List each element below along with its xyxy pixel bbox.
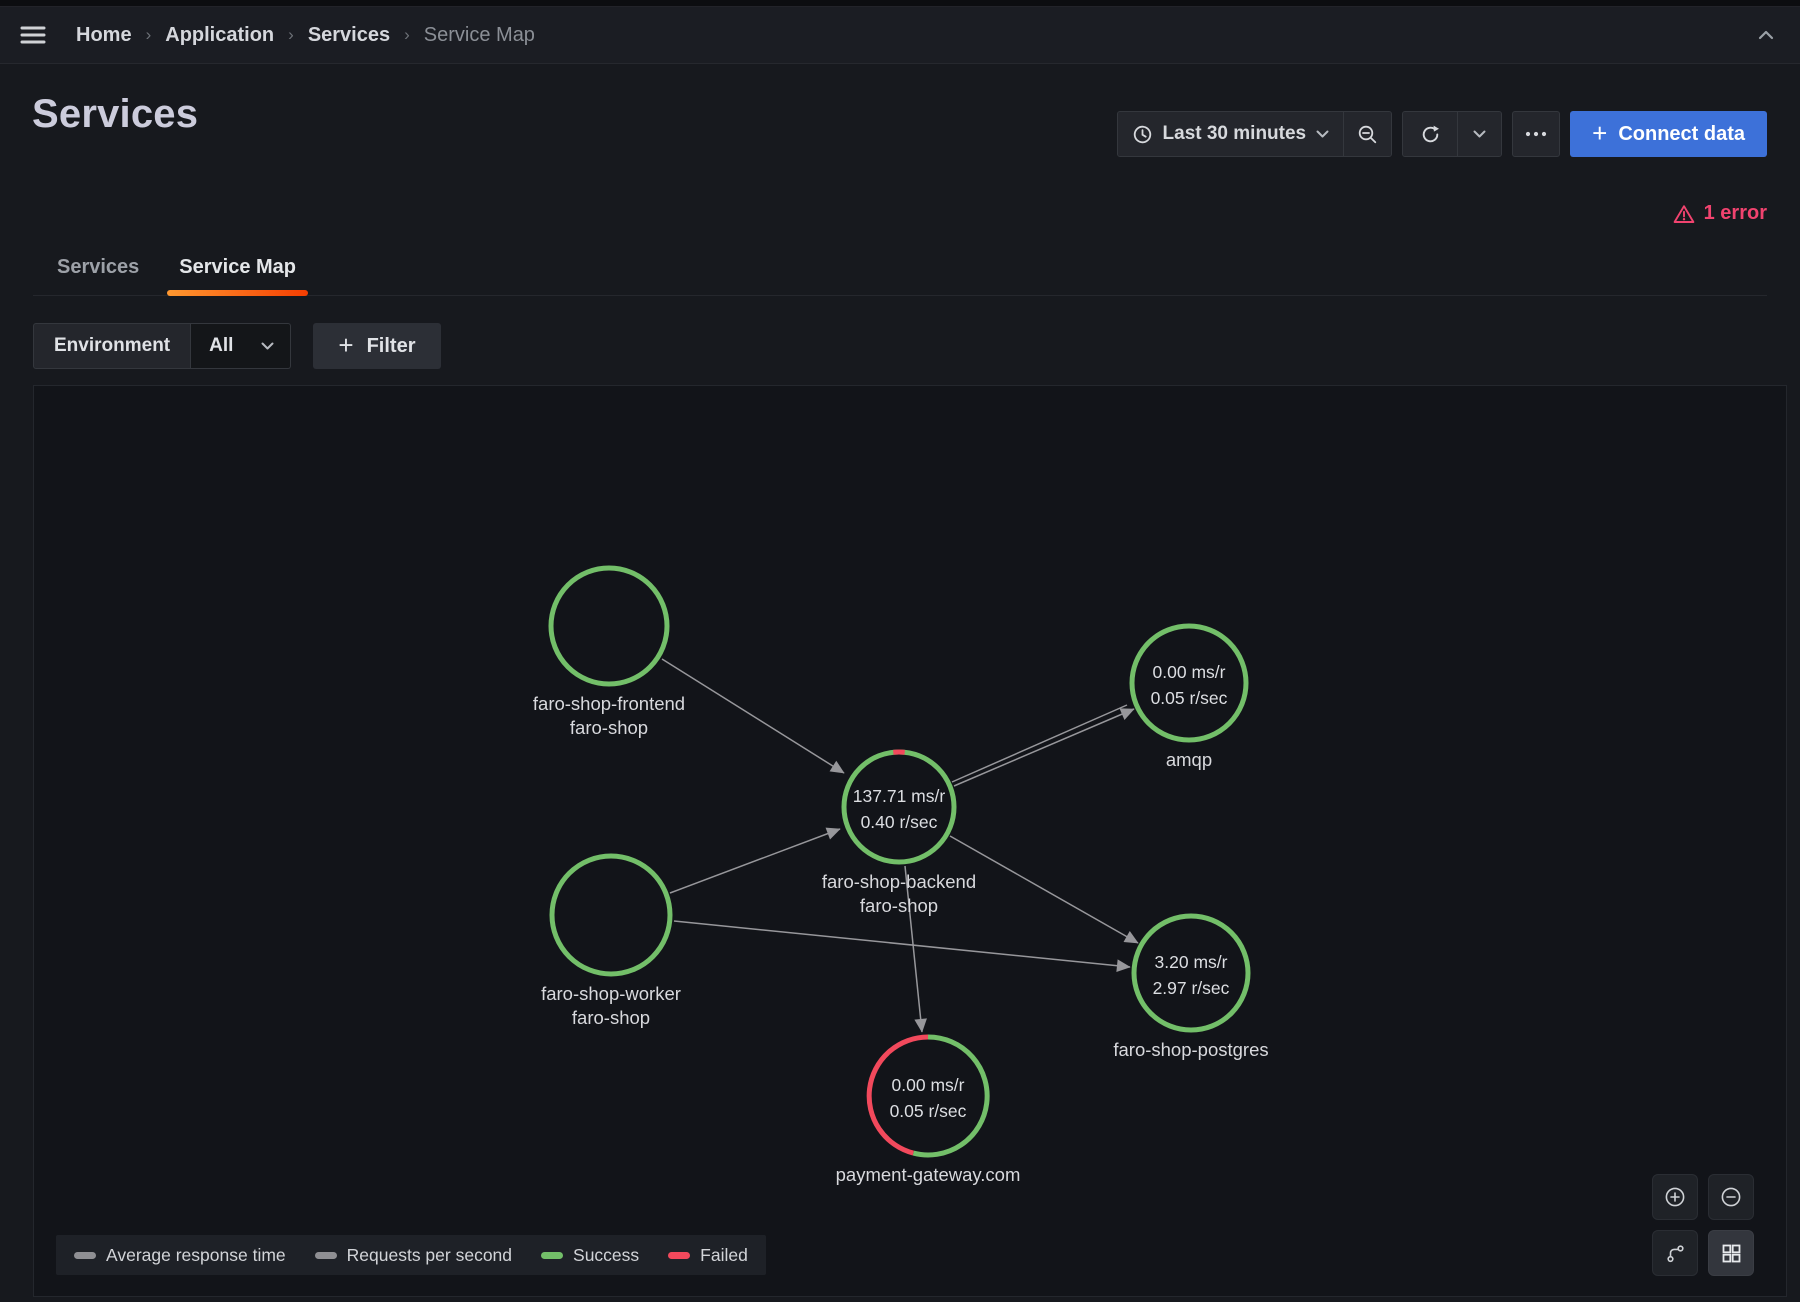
environment-value: All xyxy=(209,335,234,356)
map-controls xyxy=(1652,1174,1754,1276)
breadcrumb-separator: › xyxy=(404,25,410,44)
service-node-faro-shop-worker[interactable]: faro-shop-worker faro-shop xyxy=(541,853,681,1028)
breadcrumb-home[interactable]: Home xyxy=(76,23,132,46)
service-node-payment-gateway.com[interactable]: 0.00 ms/r 0.05 r/sec payment-gateway.com xyxy=(836,1034,1021,1185)
active-tab-underline xyxy=(167,290,309,296)
legend-swatch xyxy=(668,1251,691,1259)
legend-item-requests: Requests per second xyxy=(314,1245,512,1266)
magnifier-minus-icon xyxy=(1358,125,1377,143)
environment-select[interactable]: All xyxy=(191,323,292,369)
connect-data-label: Connect data xyxy=(1618,122,1745,145)
node-stat: 2.97 r/sec xyxy=(1153,978,1230,998)
map-layout-grid-button[interactable] xyxy=(1708,1230,1754,1276)
legend-item-avg-response: Average response time xyxy=(74,1245,286,1266)
refresh-group xyxy=(1402,111,1503,157)
chevron-down-icon xyxy=(1473,130,1486,137)
node-stat: 137.71 ms/r xyxy=(853,786,946,806)
grid-icon xyxy=(1722,1244,1740,1262)
chevron-down-icon xyxy=(1316,130,1329,137)
menu-icon[interactable] xyxy=(20,25,46,45)
plus-icon: + xyxy=(1592,118,1608,148)
time-picker-group: Last 30 minutes xyxy=(1116,111,1393,157)
node-stat: 0.05 r/sec xyxy=(1151,688,1228,708)
add-filter-label: Filter xyxy=(366,334,416,357)
ellipsis-icon xyxy=(1526,131,1547,137)
tab-service-map[interactable]: Service Map xyxy=(167,248,309,296)
breadcrumb: Home › Application › Services › Service … xyxy=(76,24,535,47)
node-stat: 3.20 ms/r xyxy=(1155,952,1228,972)
breadcrumb-services[interactable]: Services xyxy=(307,23,391,46)
node-label: faro-shop xyxy=(570,717,648,738)
node-label: amqp xyxy=(1166,749,1212,770)
warning-triangle-icon xyxy=(1673,204,1694,223)
more-options-button[interactable] xyxy=(1512,111,1561,157)
map-layout-graph-button[interactable] xyxy=(1652,1230,1698,1276)
node-label: faro-shop-frontend xyxy=(533,693,685,714)
node-label: payment-gateway.com xyxy=(836,1164,1021,1185)
service-edge xyxy=(949,835,1139,944)
node-stat: 0.40 r/sec xyxy=(861,812,938,832)
node-label: faro-shop-worker xyxy=(541,983,681,1004)
service-node-faro-shop-frontend[interactable]: faro-shop-frontend faro-shop xyxy=(533,565,685,738)
legend-item-success: Success xyxy=(541,1245,639,1266)
service-edge xyxy=(669,827,841,894)
breadcrumb-application[interactable]: Application xyxy=(165,23,275,46)
legend-swatch xyxy=(74,1251,96,1259)
clock-icon xyxy=(1133,125,1151,143)
refresh-button[interactable] xyxy=(1403,112,1458,156)
legend-item-failed: Failed xyxy=(668,1245,748,1266)
map-legend: Average response time Requests per secon… xyxy=(56,1235,766,1275)
minus-circle-icon xyxy=(1721,1187,1741,1207)
window-top-strip xyxy=(0,0,1800,7)
plus-circle-icon xyxy=(1665,1187,1685,1207)
breadcrumb-separator: › xyxy=(288,25,294,44)
service-edge xyxy=(661,658,845,774)
filter-row: Environment All + Filter xyxy=(33,323,441,369)
node-stat: 0.05 r/sec xyxy=(890,1101,967,1121)
node-label: faro-shop-postgres xyxy=(1113,1039,1268,1060)
legend-swatch xyxy=(541,1251,564,1259)
service-edge xyxy=(904,865,927,1033)
service-edge xyxy=(951,704,1128,783)
tab-services[interactable]: Services xyxy=(57,256,140,278)
time-range-button[interactable]: Last 30 minutes xyxy=(1117,112,1344,156)
node-stat: 0.00 ms/r xyxy=(1153,662,1226,682)
git-branch-icon xyxy=(1666,1244,1684,1262)
breadcrumb-separator: › xyxy=(145,25,152,44)
page-title: Services xyxy=(32,92,199,136)
refresh-interval-button[interactable] xyxy=(1457,112,1502,156)
time-range-label: Last 30 minutes xyxy=(1162,123,1307,144)
chevron-down-icon xyxy=(261,342,274,349)
service-edge xyxy=(953,708,1135,787)
node-label: faro-shop-backend xyxy=(822,871,976,892)
refresh-icon xyxy=(1422,125,1439,142)
plus-icon: + xyxy=(338,330,354,360)
map-zoom-out-button[interactable] xyxy=(1708,1174,1754,1220)
node-label: faro-shop xyxy=(860,895,938,916)
time-zoom-out-button[interactable] xyxy=(1343,112,1392,156)
map-zoom-in-button[interactable] xyxy=(1652,1174,1698,1220)
tab-bar: Services Service Map xyxy=(33,248,1767,296)
breadcrumb-service-map: Service Map xyxy=(423,23,535,46)
add-filter-button[interactable]: + Filter xyxy=(313,323,441,369)
connect-data-button[interactable]: + Connect data xyxy=(1570,111,1767,157)
chevron-up-icon[interactable] xyxy=(1758,30,1774,40)
service-node-amqp[interactable]: 0.00 ms/r 0.05 r/sec amqp xyxy=(1129,623,1249,770)
top-navigation: Home › Application › Services › Service … xyxy=(0,7,1800,64)
legend-swatch xyxy=(314,1251,337,1259)
node-stat: 0.00 ms/r xyxy=(892,1075,965,1095)
environment-label: Environment xyxy=(33,323,192,369)
service-node-faro-shop-postgres[interactable]: 3.20 ms/r 2.97 r/sec faro-shop-postgres xyxy=(1113,913,1269,1060)
node-label: faro-shop xyxy=(572,1007,650,1028)
service-node-faro-shop-backend[interactable]: 137.71 ms/r 0.40 r/sec faro-shop-backend fa… xyxy=(822,749,976,916)
service-map-canvas[interactable]: faro-shop-frontendfaro-shopfaro-shop-wor… xyxy=(34,386,1786,1296)
error-indicator[interactable]: 1 error xyxy=(1673,202,1767,225)
toolbar: Last 30 minutes xyxy=(1116,111,1767,157)
error-count-label: 1 error xyxy=(1703,202,1767,224)
service-edge xyxy=(673,920,1131,972)
